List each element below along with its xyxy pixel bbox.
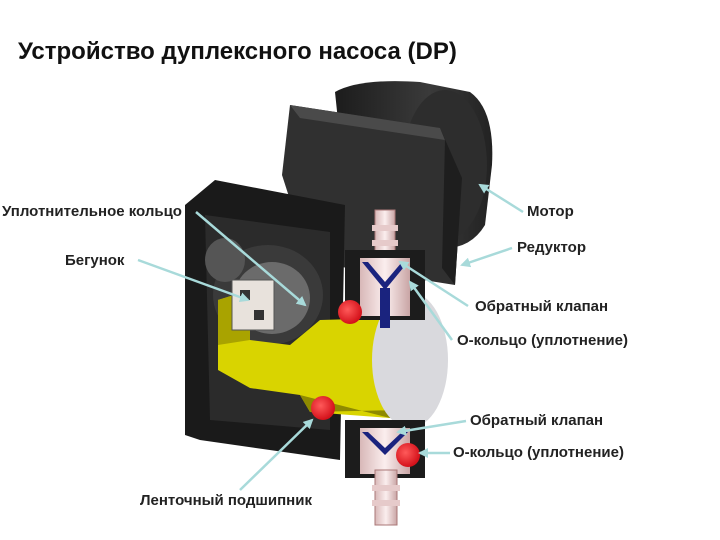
label-oring-top: О-кольцо (уплотнение) xyxy=(457,332,628,349)
arrow-seal-ring xyxy=(195,211,307,307)
bearing-highlight xyxy=(311,396,335,420)
bottom-valve-assembly xyxy=(345,420,425,526)
label-seal-ring: Уплотнительное кольцо xyxy=(2,203,182,220)
arrow-runner xyxy=(137,258,250,302)
label-check-valve-top: Обратный клапан xyxy=(475,298,609,315)
label-check-valve-bottom: Обратный клапан xyxy=(470,412,604,429)
oring-highlight-bottom xyxy=(396,443,420,467)
label-motor: Мотор xyxy=(527,203,574,220)
arrow-reducer xyxy=(460,246,513,268)
seal-highlight-top xyxy=(338,300,362,324)
label-belt-bearing: Ленточный подшипник xyxy=(140,492,312,509)
arrow-check-valve-bottom xyxy=(396,419,467,436)
diaphragm-disc xyxy=(372,292,448,428)
arrow-belt-bearing xyxy=(239,418,314,491)
arrow-oring-top xyxy=(408,280,454,341)
runner-part xyxy=(231,279,275,331)
arrow-motor xyxy=(478,183,524,214)
label-runner: Бегунок xyxy=(65,252,125,269)
label-oring-bottom: О-кольцо (уплотнение) xyxy=(453,444,624,461)
page-title: Устройство дуплексного насоса (DP) xyxy=(18,38,457,65)
arrow-check-valve-top xyxy=(398,260,469,308)
label-reducer: Редуктор xyxy=(517,239,587,256)
